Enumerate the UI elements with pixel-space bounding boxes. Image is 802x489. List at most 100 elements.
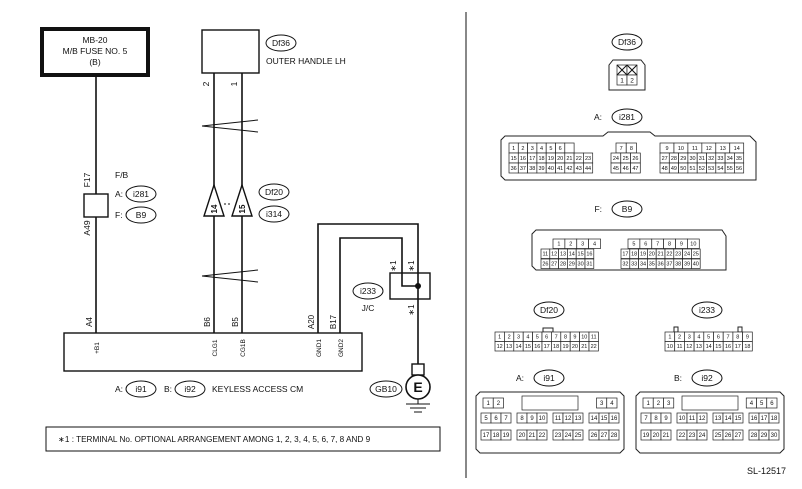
b9-pin-18: 18 bbox=[631, 252, 637, 258]
i281-pin-35: 35 bbox=[736, 156, 742, 162]
i281-pin-55: 55 bbox=[727, 166, 733, 172]
joint-connector: 14 15 bbox=[203, 182, 253, 217]
fb-f-conn: B9 bbox=[136, 210, 147, 220]
keyless-module-box bbox=[63, 332, 363, 372]
i92-pin-15: 15 bbox=[735, 416, 742, 422]
df20-pin-17: 17 bbox=[544, 344, 550, 350]
i91-pin-15: 15 bbox=[601, 416, 608, 422]
i233-pin-18: 18 bbox=[744, 344, 750, 350]
df20-pin-7: 7 bbox=[555, 335, 558, 341]
i91-pin-16: 16 bbox=[611, 416, 618, 422]
b9-pin-13: 13 bbox=[560, 252, 566, 258]
pin-cell bbox=[734, 162, 745, 174]
df20-pin-15: 15 bbox=[525, 344, 531, 350]
fb-f-conn-oval bbox=[125, 206, 157, 224]
i91-pin-13: 13 bbox=[575, 416, 582, 422]
i281-pin-19: 19 bbox=[548, 156, 554, 162]
i233-pin-12: 12 bbox=[686, 344, 692, 350]
jc-label: J/C bbox=[362, 303, 375, 313]
b9-pin-38: 38 bbox=[675, 262, 681, 268]
pin-cell bbox=[588, 238, 601, 249]
pin-cell bbox=[732, 412, 744, 424]
module-pin-B6: B6 bbox=[203, 317, 212, 327]
pin-cell bbox=[608, 429, 620, 441]
i233-pin-3: 3 bbox=[688, 335, 691, 341]
i233-pin-16: 16 bbox=[725, 344, 731, 350]
i92-pin-24: 24 bbox=[699, 433, 706, 439]
pin-cell bbox=[572, 412, 584, 424]
fuse-line-3: (B) bbox=[89, 57, 101, 67]
i281-pin-40: 40 bbox=[548, 166, 554, 172]
i91-prefix: A: bbox=[516, 373, 524, 383]
i91-pin-12: 12 bbox=[565, 416, 572, 422]
i233-pin-17: 17 bbox=[735, 344, 741, 350]
i233-name: i233 bbox=[699, 305, 715, 315]
i92-pin-17: 17 bbox=[761, 416, 768, 422]
df20-pin-12: 12 bbox=[497, 344, 503, 350]
i281-pin-6: 6 bbox=[559, 146, 562, 152]
pin-cell bbox=[606, 397, 618, 409]
joint-conn-top: Df20 bbox=[265, 187, 283, 197]
i91-pin-1: 1 bbox=[486, 401, 490, 407]
fuse-box: MB-20 M/B FUSE NO. 5 (B) bbox=[40, 27, 150, 77]
df20-pin-14: 14 bbox=[515, 344, 521, 350]
b9-pin-26: 26 bbox=[542, 262, 548, 268]
i281-pin-51: 51 bbox=[689, 166, 695, 172]
i281-pin-7: 7 bbox=[620, 146, 623, 152]
module-terminal-CG1B: CG1B bbox=[240, 339, 247, 357]
fb-a-conn-oval bbox=[125, 185, 157, 203]
i281-pin-52: 52 bbox=[699, 166, 705, 172]
i92-pin-19: 19 bbox=[643, 433, 650, 439]
i91-pin-4: 4 bbox=[610, 401, 614, 407]
i281-pin-31: 31 bbox=[699, 156, 705, 162]
i92-pin-26: 26 bbox=[725, 433, 732, 439]
note-text: ∗1 : TERMINAL No. OPTIONAL ARRANGEMENT A… bbox=[58, 435, 371, 444]
gnd1-wire bbox=[317, 223, 419, 333]
b9-pin-23: 23 bbox=[675, 252, 681, 258]
df36-pin-2: 2 bbox=[630, 78, 634, 85]
outer-handle-box bbox=[201, 29, 260, 74]
i281-pin-41: 41 bbox=[557, 166, 563, 172]
i281-pin-46: 46 bbox=[623, 166, 629, 172]
b9-pin-8: 8 bbox=[668, 242, 671, 248]
b9-pin-24: 24 bbox=[684, 252, 690, 258]
i91-pin-28: 28 bbox=[611, 433, 618, 439]
i233-pin-2: 2 bbox=[678, 335, 681, 341]
pin-cell bbox=[626, 74, 638, 86]
i91-pin-26: 26 bbox=[591, 433, 598, 439]
df20-pin-13: 13 bbox=[506, 344, 512, 350]
i281-pin-47: 47 bbox=[632, 166, 638, 172]
i281-pin-13: 13 bbox=[720, 146, 726, 152]
i281-pin-43: 43 bbox=[576, 166, 582, 172]
b9-pin-15: 15 bbox=[578, 252, 584, 258]
i281-pin-34: 34 bbox=[727, 156, 733, 162]
module-b-conn: i92 bbox=[184, 384, 196, 394]
i281-pin-16: 16 bbox=[520, 156, 526, 162]
joint-conn-bottom: i314 bbox=[266, 209, 282, 219]
b9-prefix: F: bbox=[594, 204, 602, 214]
df36-name-oval bbox=[611, 33, 643, 51]
ground-symbol: E bbox=[413, 379, 422, 395]
i92-pin-20: 20 bbox=[653, 433, 660, 439]
pin-cell bbox=[564, 142, 575, 154]
b9-pin-16: 16 bbox=[586, 252, 592, 258]
df20-name-oval bbox=[533, 301, 565, 319]
pin-cell bbox=[742, 341, 753, 352]
i91-pin-8: 8 bbox=[520, 416, 524, 422]
pin-cell bbox=[696, 412, 708, 424]
gnd2-wire bbox=[339, 237, 403, 333]
i91-pin-9: 9 bbox=[530, 416, 534, 422]
module-label: KEYLESS ACCESS CM bbox=[212, 384, 303, 394]
df36-empty-cavity bbox=[616, 64, 628, 76]
i92-pin-23: 23 bbox=[689, 433, 696, 439]
b9-pin-22: 22 bbox=[666, 252, 672, 258]
i92-pin-9: 9 bbox=[664, 416, 668, 422]
i92-pin-7: 7 bbox=[644, 416, 648, 422]
i281-pin-2: 2 bbox=[521, 146, 524, 152]
df20-pin-20: 20 bbox=[572, 344, 578, 350]
i91-pin-19: 19 bbox=[503, 433, 510, 439]
